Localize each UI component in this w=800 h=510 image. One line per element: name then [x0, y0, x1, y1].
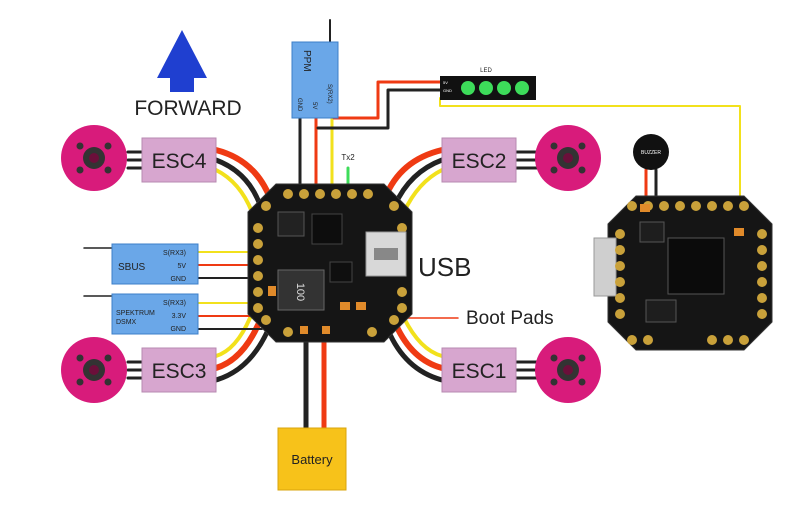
battery-label: Battery	[291, 452, 333, 467]
usb-port	[365, 231, 407, 277]
esc3-box: ESC3	[141, 347, 217, 393]
ppm-pin-5v: 5V	[311, 102, 317, 109]
sbus-receiver: SBUS S(RX3) 5V GND	[111, 243, 199, 285]
motor-esc2	[535, 125, 601, 191]
led-strip: 5V GND LED	[440, 68, 536, 100]
board-back-view	[593, 195, 773, 351]
motor-esc1	[535, 337, 601, 403]
spektrum-pin-3v3: 3.3V	[172, 313, 187, 320]
spektrum-title: SPEKTRUM	[116, 310, 155, 317]
buzzer-label: BUZZER	[641, 150, 661, 156]
battery: Battery	[277, 427, 347, 491]
sbus-pin-gnd: GND	[170, 276, 186, 283]
buzzer: BUZZER	[633, 134, 669, 170]
inductor-label: 100	[294, 283, 306, 301]
spektrum-receiver: SPEKTRUM DSMX S(RX3) 3.3V GND	[111, 293, 199, 335]
spektrum-pin-gnd: GND	[170, 326, 186, 333]
spektrum-subtitle: DSMX	[116, 319, 137, 326]
motor-esc3	[61, 337, 127, 403]
tx2-label: Tx2	[341, 153, 355, 162]
usb-label: USB	[418, 252, 471, 282]
boot-pads-label: Boot Pads	[466, 308, 554, 329]
esc4-box: ESC4	[141, 137, 217, 183]
led-pin-gnd: GND	[443, 88, 452, 93]
forward-arrow: FORWARD	[134, 30, 242, 120]
ppm-receiver: PPM GND 5V S(RX2)	[291, 41, 339, 119]
forward-label: FORWARD	[134, 97, 241, 120]
led-title: LED	[480, 68, 492, 74]
esc1-box: ESC1	[441, 347, 517, 393]
esc4-label: ESC4	[152, 150, 207, 173]
flight-controller-board: 100	[247, 183, 413, 343]
esc1-label: ESC1	[452, 360, 507, 383]
arrow-up-icon	[157, 30, 207, 92]
ppm-pin-gnd: GND	[296, 98, 302, 112]
ppm-pin-signal: S(RX2)	[326, 84, 332, 104]
esc3-label: ESC3	[152, 360, 207, 383]
sbus-pin-signal: S(RX3)	[163, 250, 186, 257]
sbus-title: SBUS	[118, 262, 146, 273]
led-pin-5v: 5V	[443, 80, 448, 85]
esc2-label: ESC2	[452, 150, 507, 173]
sbus-pin-5v: 5V	[177, 263, 186, 270]
spektrum-pin-signal: S(RX3)	[163, 300, 186, 307]
esc2-box: ESC2	[441, 137, 517, 183]
motor-esc4	[61, 125, 127, 191]
ppm-title: PPM	[301, 50, 312, 72]
